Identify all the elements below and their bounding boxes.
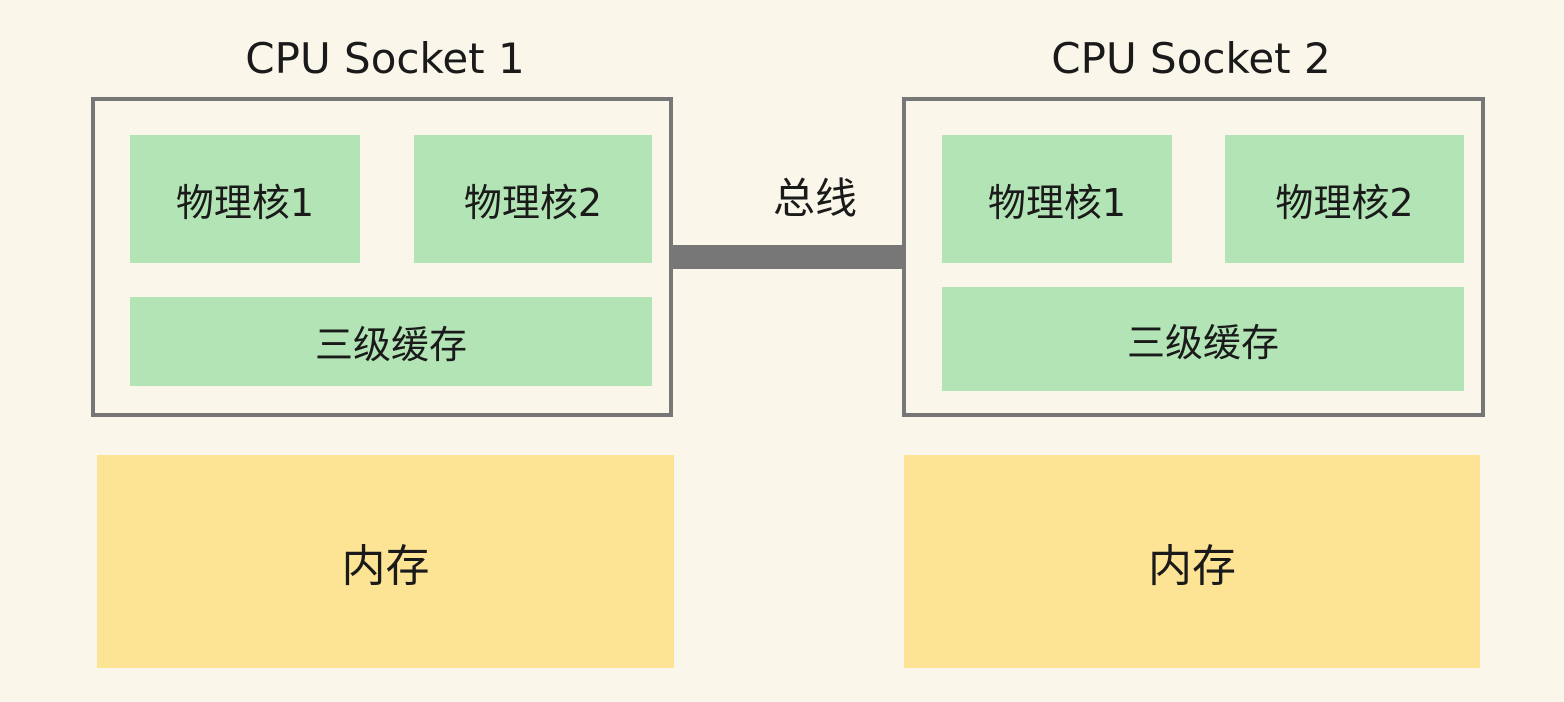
socket-1-core-1: 物理核1 — [130, 135, 360, 263]
socket-2-core-1: 物理核1 — [942, 135, 1172, 263]
socket-2-memory: 内存 — [904, 455, 1480, 668]
socket-2-core-2: 物理核2 — [1225, 135, 1464, 263]
socket-2-l3-cache: 三级缓存 — [942, 287, 1464, 391]
bus-line — [673, 245, 904, 269]
socket-1-box — [91, 97, 673, 417]
socket-2-title: CPU Socket 2 — [1051, 34, 1331, 83]
socket-1-memory: 内存 — [97, 455, 674, 668]
socket-2-box — [902, 97, 1485, 417]
socket-1-l3-cache: 三级缓存 — [130, 297, 652, 386]
bus-label: 总线 — [772, 174, 857, 223]
socket-1-core-2: 物理核2 — [414, 135, 652, 263]
socket-1-title: CPU Socket 1 — [245, 34, 525, 83]
